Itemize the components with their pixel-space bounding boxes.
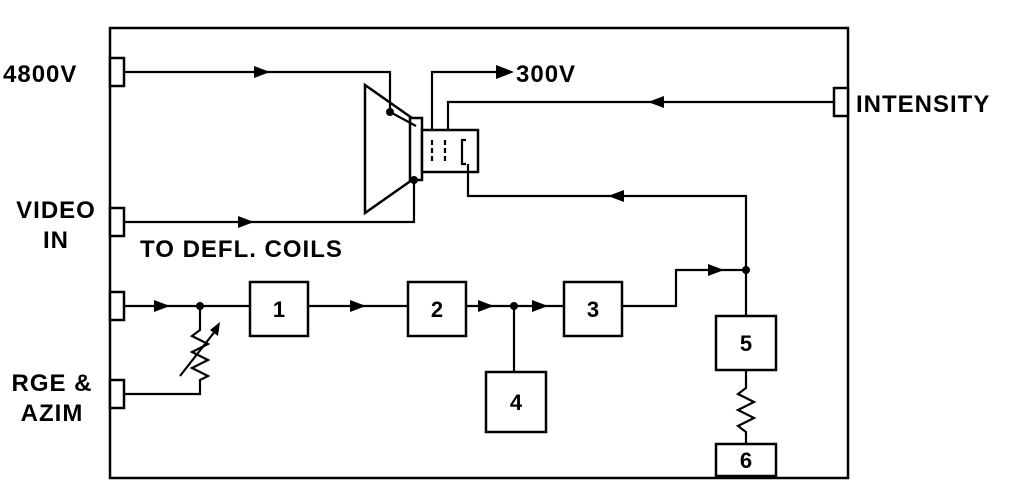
arrow-video bbox=[238, 216, 254, 228]
label-300v: 300V bbox=[516, 61, 576, 88]
terminal-unlabeled bbox=[108, 290, 126, 322]
arrow-input bbox=[154, 300, 170, 312]
enclosure-frame bbox=[108, 26, 850, 480]
block-5 bbox=[714, 314, 778, 372]
arrow-intensity bbox=[648, 96, 664, 108]
label-4800v: 4800V bbox=[3, 61, 77, 88]
block-5-label: 5 bbox=[740, 331, 752, 356]
block-4-label: 4 bbox=[510, 390, 523, 415]
arrow-3-out bbox=[708, 264, 724, 276]
crt-neck bbox=[408, 116, 424, 182]
variable-resistor bbox=[124, 306, 211, 396]
crt-gun-housing bbox=[420, 128, 480, 174]
crt-funnel bbox=[363, 82, 414, 216]
block-2-label: 2 bbox=[431, 297, 443, 322]
label-rge-line1: RGE & bbox=[11, 370, 92, 397]
block-3-label: 3 bbox=[587, 297, 599, 322]
label-intensity: INTENSITY bbox=[856, 91, 990, 118]
wire-300v bbox=[430, 70, 500, 130]
wire-feedback bbox=[466, 164, 748, 270]
arrow-1-2 bbox=[350, 300, 366, 312]
terminal-video-in bbox=[108, 206, 126, 238]
label-defl-coils: TO DEFL. COILS bbox=[140, 236, 343, 263]
arrow-300v bbox=[496, 65, 514, 79]
arrow-2-3b bbox=[532, 300, 548, 312]
block-1 bbox=[248, 280, 310, 338]
label-video-line2: IN bbox=[43, 227, 69, 254]
block-6 bbox=[714, 442, 778, 478]
wire-video bbox=[124, 180, 416, 224]
terminal-4800v bbox=[108, 56, 126, 88]
junction-video bbox=[410, 176, 418, 184]
arrow-2-3a bbox=[478, 300, 494, 312]
terminal-rge-azim bbox=[108, 378, 126, 410]
wire-intensity bbox=[446, 100, 834, 130]
terminal-intensity bbox=[832, 86, 850, 118]
block-4 bbox=[484, 370, 548, 434]
resistor-5-6 bbox=[735, 370, 757, 444]
label-rge-line2: AZIM bbox=[21, 400, 84, 427]
variable-resistor-arrow bbox=[179, 329, 217, 377]
block-3 bbox=[562, 280, 624, 338]
variable-resistor-arrowhead bbox=[210, 322, 220, 336]
block-6-label: 6 bbox=[740, 448, 752, 473]
block-1-label: 1 bbox=[273, 297, 285, 322]
block-2 bbox=[406, 280, 468, 338]
arrow-4800v bbox=[254, 66, 270, 78]
wire-3-out bbox=[622, 268, 746, 308]
crt-cathode bbox=[460, 138, 466, 166]
label-video-line1: VIDEO bbox=[16, 197, 96, 224]
arrow-feedback bbox=[608, 190, 624, 202]
junction-4800v bbox=[386, 108, 394, 116]
